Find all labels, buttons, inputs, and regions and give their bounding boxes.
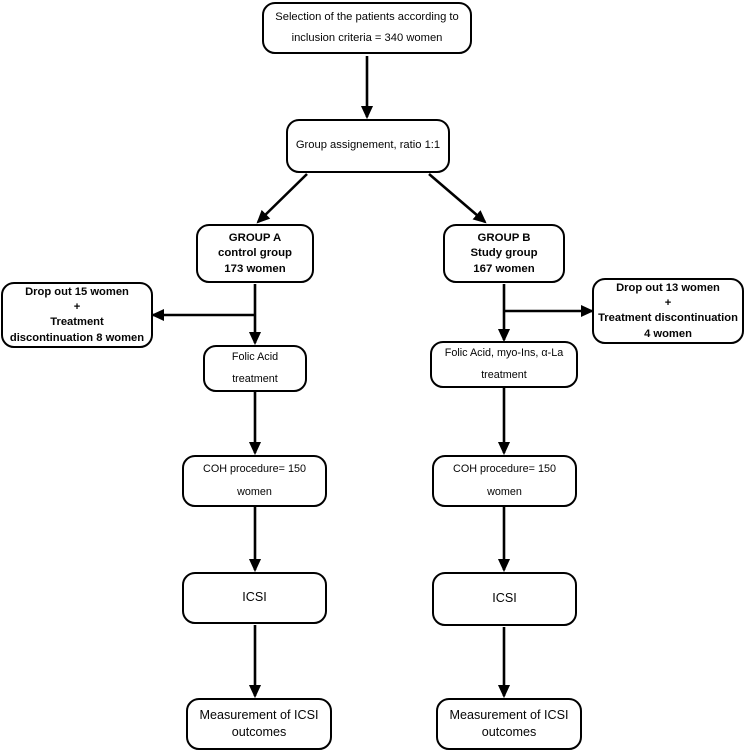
node-icsi-group-b: ICSI xyxy=(432,572,577,626)
node-dropout-group-b: Drop out 13 women + Treatment discontinu… xyxy=(592,278,744,344)
node-dropout-group-b-line-2: + xyxy=(664,297,672,310)
node-coh-group-b-line-2: women xyxy=(487,485,522,498)
node-group-b-line-1: GROUP B xyxy=(477,231,531,244)
node-icsi-group-a-line-1: ICSI xyxy=(242,590,267,605)
node-group-a-line-2: control group xyxy=(217,247,293,260)
node-treatment-group-a-line-2: treatment xyxy=(232,372,278,385)
node-coh-group-a-line-1: COH procedure= 150 xyxy=(203,463,306,476)
node-coh-group-a-line-2: women xyxy=(237,485,272,498)
node-treatment-group-a: Folic Acid treatment xyxy=(203,345,307,392)
node-icsi-group-b-line-1: ICSI xyxy=(492,591,517,606)
node-outcome-group-b-line-2: outcomes xyxy=(481,724,537,739)
node-coh-group-a: COH procedure= 150 women xyxy=(182,455,327,507)
node-group-b-line-2: Study group xyxy=(470,247,538,260)
node-treatment-group-b: Folic Acid, myo-Ins, α-La treatment xyxy=(430,341,578,388)
edge-assignment-to-group-a xyxy=(256,173,308,224)
node-dropout-group-a-line-3: Treatment xyxy=(50,316,104,329)
node-group-a-line-3: 173 women xyxy=(224,263,286,275)
node-treatment-group-a-line-1: Folic Acid xyxy=(231,351,279,364)
node-group-assignment: Group assignement, ratio 1:1 xyxy=(286,119,450,173)
node-treatment-group-b-line-2: treatment xyxy=(481,368,527,381)
node-outcome-group-a-line-1: Measurement of ICSI xyxy=(199,708,319,723)
node-dropout-group-b-line-3: Treatment discontinuation xyxy=(598,312,738,325)
node-selection-line-1: Selection of the patients according to xyxy=(275,10,459,23)
node-treatment-group-b-line-1: Folic Acid, myo-Ins, α-La xyxy=(444,347,564,360)
node-group-a-line-1: GROUP A xyxy=(228,231,282,244)
node-dropout-group-b-line-4: 4 women xyxy=(644,327,692,340)
node-dropout-group-b-line-1: Drop out 13 women xyxy=(616,281,720,294)
node-coh-group-b: COH procedure= 150 women xyxy=(432,455,577,507)
node-dropout-group-a-line-4: discontinuation 8 women xyxy=(9,331,145,344)
node-icsi-group-a: ICSI xyxy=(182,572,327,624)
node-outcome-group-a-line-2: outcomes xyxy=(231,724,287,739)
node-outcome-group-b-line-1: Measurement of ICSI xyxy=(449,708,569,723)
node-outcome-group-b: Measurement of ICSI outcomes xyxy=(436,698,582,750)
node-dropout-group-a-line-1: Drop out 15 women xyxy=(25,285,129,298)
node-group-b-line-3: 167 women xyxy=(473,263,535,275)
node-group-assignment-line-1: Group assignement, ratio 1:1 xyxy=(295,139,441,152)
node-coh-group-b-line-1: COH procedure= 150 xyxy=(453,463,556,476)
node-outcome-group-a: Measurement of ICSI outcomes xyxy=(186,698,332,750)
edge-assignment-to-group-b xyxy=(428,173,487,224)
node-group-a: GROUP A control group 173 women xyxy=(196,224,314,283)
node-selection-line-2: inclusion criteria = 340 women xyxy=(291,31,443,44)
node-dropout-group-a-line-2: + xyxy=(73,301,81,314)
node-selection: Selection of the patients according to i… xyxy=(262,2,472,54)
node-group-b: GROUP B Study group 167 women xyxy=(443,224,565,283)
node-dropout-group-a: Drop out 15 women + Treatment discontinu… xyxy=(1,282,153,348)
